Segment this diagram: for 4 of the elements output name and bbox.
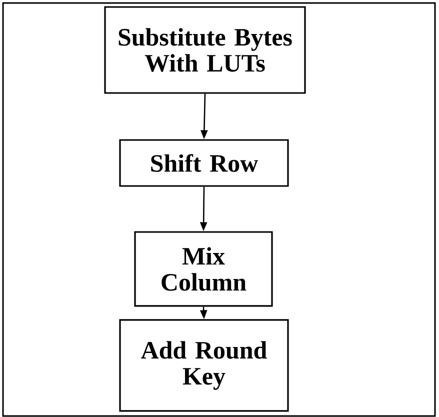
process-box: Substitute Bytes With LUTs — [104, 6, 306, 94]
process-box: Mix Column — [134, 231, 273, 307]
process-box: Shift Row — [119, 139, 289, 187]
process-box: Add Round Key — [119, 319, 289, 412]
